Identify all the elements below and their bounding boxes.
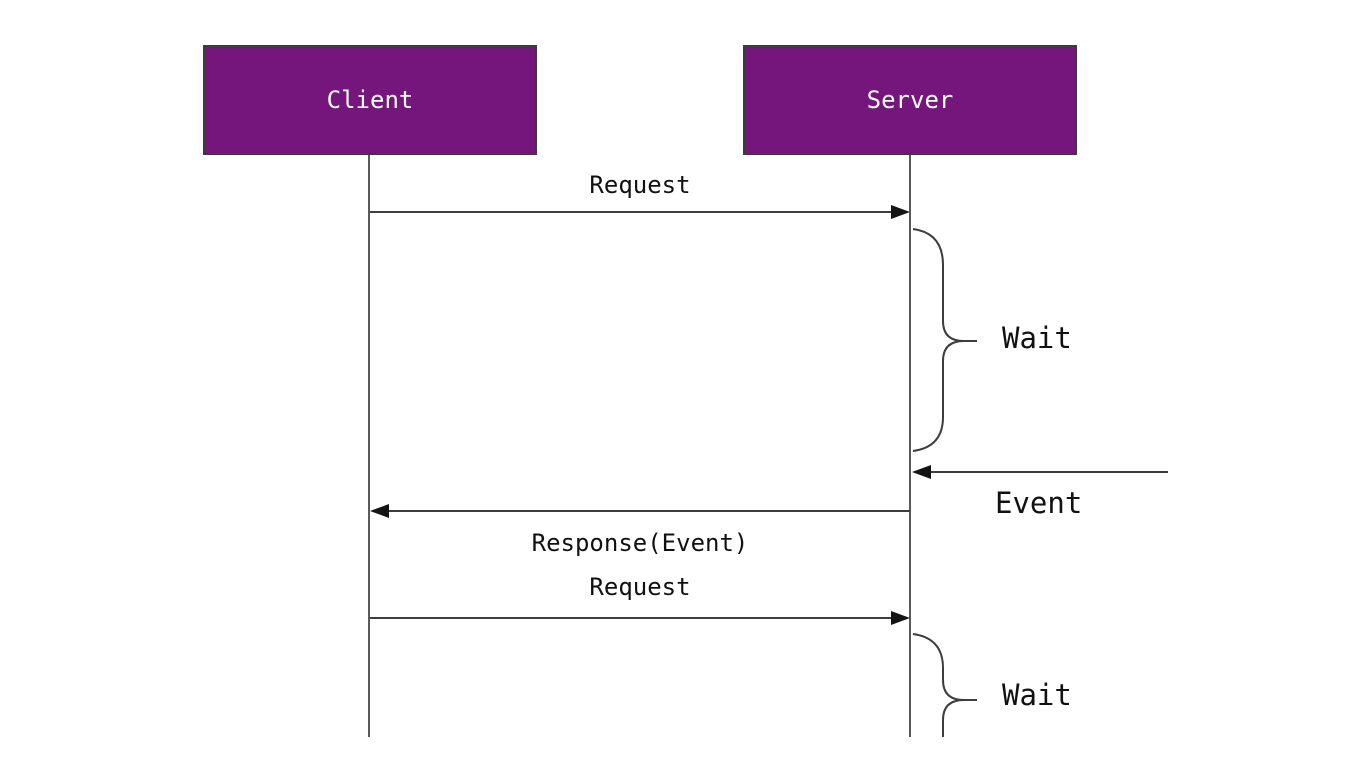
message-label-event: Event — [995, 486, 1083, 520]
message-label-request-2: Request — [589, 573, 691, 601]
actor-client-label: Client — [326, 86, 414, 114]
request-arrow-1-arrowhead-icon — [891, 205, 910, 219]
wait-brace-lower — [912, 633, 977, 737]
annotation-label-wait-lower: Wait — [1002, 678, 1072, 712]
message-label-response-event: Response(Event) — [531, 529, 749, 557]
actor-client: Client — [203, 45, 537, 155]
wait-brace-upper — [912, 228, 977, 452]
actor-server-label: Server — [866, 86, 954, 114]
annotation-label-wait-upper: Wait — [1002, 321, 1072, 355]
request-arrow-2-arrowhead-icon — [891, 611, 910, 625]
actor-server: Server — [743, 45, 1077, 155]
response-arrow-arrowhead-icon — [370, 504, 389, 518]
event-arrow-arrowhead-icon — [912, 465, 931, 479]
message-label-request-1: Request — [589, 171, 691, 199]
